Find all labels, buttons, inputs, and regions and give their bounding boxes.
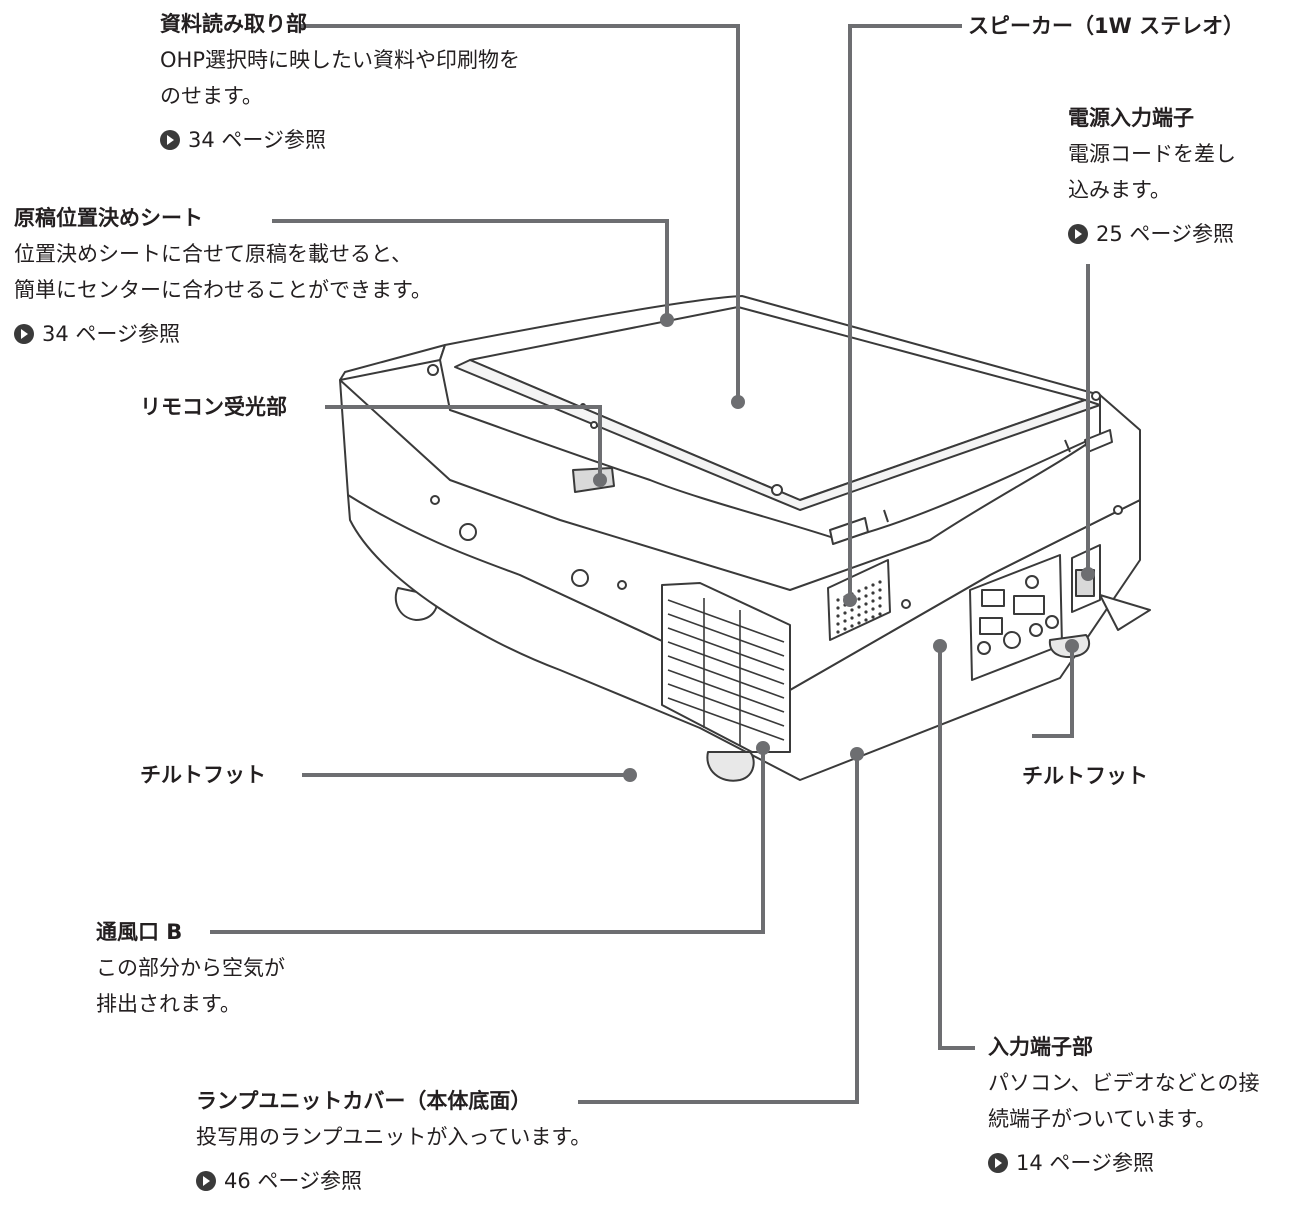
label-lamp-cover: ランプユニットカバー（本体底面） 投写用のランプユニットが入っています。 46 … [196, 1083, 591, 1199]
dot-speaker [843, 593, 857, 607]
arrow-circle-icon [160, 130, 180, 150]
dot-lamp-cover [850, 747, 864, 761]
leader-input-terminals [938, 648, 975, 1050]
dot-power-input [1081, 567, 1095, 581]
label-title: 電源入力端子 [1068, 106, 1194, 130]
arrow-circle-icon [1068, 224, 1088, 244]
label-power-input: 電源入力端子 電源コードを差し 込みます。 25 ページ参照 [1068, 100, 1236, 252]
label-input-terminals: 入力端子部 パソコン、ビデオなどとの接 続端子がついています。 14 ページ参照 [988, 1029, 1260, 1181]
page-reference: 34 ページ参照 [14, 316, 432, 352]
dot-document-reader [731, 395, 745, 409]
label-desc-line: 排出されます。 [96, 992, 241, 1016]
page-reference-text: 34 ページ参照 [42, 322, 180, 346]
vent-grille [667, 598, 785, 745]
label-desc-line: 簡単にセンターに合わせることができます。 [14, 278, 432, 302]
dot-input-terminals [933, 639, 947, 653]
dot-vent-b [756, 741, 770, 755]
label-document-reader: 資料読み取り部 OHP選択時に映したい資料や印刷物を のせます。 34 ページ参… [160, 6, 520, 158]
page-reference-text: 14 ページ参照 [1016, 1151, 1154, 1175]
leader-vent-b [210, 750, 765, 934]
label-title: スピーカー（1W ステレオ） [968, 14, 1245, 38]
leader-document-reader [300, 24, 740, 400]
dot-tilt-foot-left [623, 768, 637, 782]
label-title: 入力端子部 [988, 1035, 1093, 1059]
label-vent-b: 通風口 B この部分から空気が 排出されます。 [96, 914, 285, 1022]
page-reference: 46 ページ参照 [196, 1163, 591, 1199]
leader-dots [593, 313, 1095, 782]
page-reference: 14 ページ参照 [988, 1145, 1260, 1181]
label-desc-line: パソコン、ビデオなどとの接 [988, 1071, 1260, 1095]
label-title: 通風口 B [96, 920, 183, 944]
label-title: チルトフット [140, 763, 266, 787]
label-title: 資料読み取り部 [160, 12, 307, 36]
label-title: 原稿位置決めシート [14, 206, 203, 230]
page-reference-text: 46 ページ参照 [224, 1169, 362, 1193]
label-positioning-sheet: 原稿位置決めシート 位置決めシートに合せて原稿を載せると、 簡単にセンターに合わ… [14, 200, 432, 352]
page-reference-text: 25 ページ参照 [1096, 222, 1234, 246]
dot-tilt-foot-right [1065, 639, 1079, 653]
dot-positioning-sheet [660, 313, 674, 327]
label-tilt-foot-right: チルトフット [1022, 758, 1148, 794]
page-reference: 25 ページ参照 [1068, 216, 1236, 252]
projector-illustration [339, 295, 1151, 782]
label-desc-line: OHP選択時に映したい資料や印刷物を [160, 48, 520, 72]
label-desc-line: 続端子がついています。 [988, 1107, 1217, 1131]
leader-tilt-foot-right [1032, 648, 1074, 738]
page-reference-text: 34 ページ参照 [188, 128, 326, 152]
leader-lamp-cover [578, 756, 859, 1104]
label-remote-sensor: リモコン受光部 [140, 389, 287, 425]
label-title: チルトフット [1022, 764, 1148, 788]
label-desc-line: 位置決めシートに合せて原稿を載せると、 [14, 242, 413, 266]
label-desc-line: この部分から空気が [96, 956, 285, 980]
leader-positioning-sheet [272, 219, 669, 320]
arrow-circle-icon [988, 1153, 1008, 1173]
page-reference: 34 ページ参照 [160, 122, 520, 158]
leader-speaker [848, 24, 962, 600]
leader-remote-sensor [325, 405, 602, 478]
label-speaker: スピーカー（1W ステレオ） [968, 8, 1244, 44]
arrow-circle-icon [14, 324, 34, 344]
label-tilt-foot-left: チルトフット [140, 757, 266, 793]
dot-remote-sensor [593, 473, 607, 487]
label-title: ランプユニットカバー（本体底面） [196, 1089, 532, 1113]
leader-lines [210, 24, 1090, 1104]
label-desc-line: のせます。 [160, 84, 263, 108]
label-desc-line: 込みます。 [1068, 178, 1171, 202]
label-desc-line: 投写用のランプユニットが入っています。 [196, 1125, 592, 1149]
label-title: リモコン受光部 [140, 395, 287, 419]
arrow-circle-icon [196, 1171, 216, 1191]
label-desc-line: 電源コードを差し [1068, 142, 1236, 166]
